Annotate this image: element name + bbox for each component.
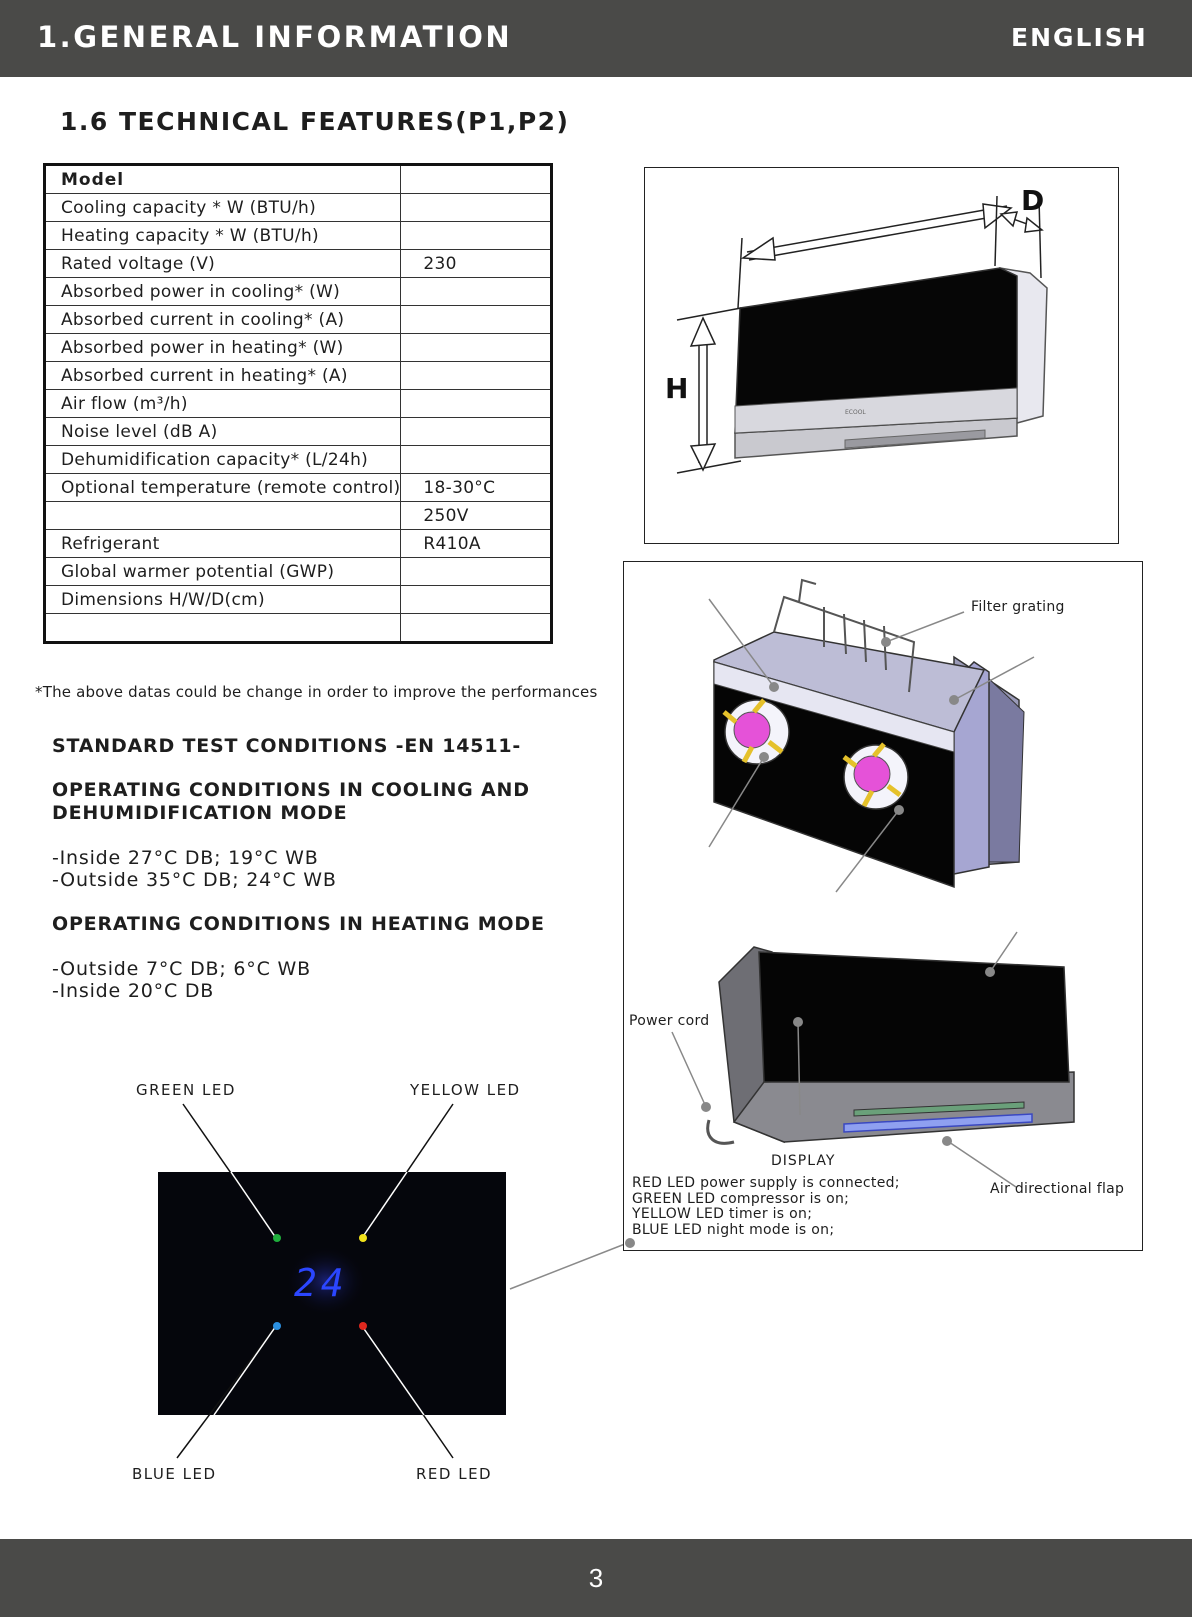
- spec-label: Global warmer potential (GWP): [43, 557, 402, 586]
- spec-row: Absorbed power in cooling* (W): [43, 277, 552, 306]
- temperature-display: 24: [294, 1261, 348, 1305]
- spec-label: Heating capacity * W (BTU/h): [43, 221, 402, 250]
- filter-grating-label: Filter grating: [971, 599, 1065, 615]
- led-info-list: RED LED power supply is connected; GREEN…: [632, 1175, 900, 1238]
- page-number: 3: [588, 1563, 604, 1593]
- spec-value: [400, 361, 552, 390]
- height-label: H: [665, 372, 688, 405]
- power-cord-label: Power cord: [629, 1013, 710, 1029]
- spec-label: Refrigerant: [43, 529, 402, 558]
- spec-label: Air flow (m³/h): [43, 389, 402, 418]
- spec-label: [43, 501, 402, 530]
- led-info-green: GREEN LED compressor is on;: [632, 1190, 850, 1207]
- spec-value: 18-30°C: [400, 473, 552, 502]
- spec-label: Model: [43, 164, 402, 194]
- section-title: 1.6 TECHNICAL FEATURES(P1,P2): [60, 107, 570, 136]
- parts-figure-frame: Filter grating Power cord DISPLAY Air di…: [623, 561, 1143, 1251]
- spec-label: [43, 613, 402, 643]
- spec-row: Model: [43, 164, 552, 194]
- brand-mark: ECOOL: [845, 409, 866, 416]
- spec-label: Absorbed power in heating* (W): [43, 333, 402, 362]
- cooling-conditions-title-2: DEHUMIDIFICATION MODE: [52, 802, 348, 824]
- assembled-unit-front: [758, 951, 1070, 1083]
- standard-test-title: STANDARD TEST CONDITIONS -EN 14511-: [52, 735, 522, 757]
- blue-led-leader: [176, 1325, 277, 1459]
- spec-label: Absorbed power in cooling* (W): [43, 277, 402, 306]
- header-language: ENGLISH: [1011, 23, 1148, 52]
- red-led-label: RED LED: [416, 1465, 493, 1483]
- spec-row: Rated voltage (V)230: [43, 249, 552, 278]
- spec-value: 230: [400, 249, 552, 278]
- heating-condition-outside: -Outside 7°C DB; 6°C WB: [52, 958, 311, 980]
- dimension-drawing: ECOOL D H: [665, 184, 1048, 474]
- spec-label: Absorbed current in cooling* (A): [43, 305, 402, 334]
- led-info-yellow: YELLOW LED timer is on;: [632, 1206, 813, 1222]
- led-info-red: RED LED power supply is connected;: [632, 1175, 900, 1191]
- cooling-condition-inside: -Inside 27°C DB; 19°C WB: [52, 847, 319, 869]
- spec-row: 250V: [43, 501, 552, 530]
- led-info-blue: BLUE LED night mode is on;: [632, 1221, 835, 1238]
- cooling-conditions-title-1: OPERATING CONDITIONS IN COOLING AND: [52, 779, 530, 801]
- spec-row: Absorbed current in cooling* (A): [43, 305, 552, 334]
- spec-row: Global warmer potential (GWP): [43, 557, 552, 586]
- power-cord: [706, 1119, 735, 1145]
- spec-value: R410A: [400, 529, 552, 558]
- blue-led-label: BLUE LED: [132, 1465, 217, 1483]
- yellow-led-label: YELLOW LED: [410, 1081, 521, 1099]
- page-header: 1.GENERAL INFORMATION ENGLISH: [0, 0, 1192, 77]
- air-directional-flap-label: Air directional flap: [990, 1181, 1125, 1197]
- green-led-label: GREEN LED: [136, 1081, 236, 1099]
- exploded-view-drawing: [625, 578, 1075, 1248]
- display-label: DISPLAY: [771, 1153, 836, 1169]
- spec-row: Absorbed current in heating* (A): [43, 361, 552, 390]
- footnote: *The above datas could be change in orde…: [35, 683, 598, 701]
- display-glow: [286, 1246, 366, 1316]
- heating-conditions-title: OPERATING CONDITIONS IN HEATING MODE: [52, 913, 545, 935]
- filter-grating: [773, 578, 916, 693]
- unit-bottom-grille: [844, 429, 986, 449]
- spec-row: [43, 613, 552, 643]
- cooling-condition-outside: -Outside 35°C DB; 24°C WB: [52, 869, 337, 891]
- spec-value: [400, 445, 552, 474]
- green-led: [273, 1234, 281, 1242]
- header-section-title: 1.GENERAL INFORMATION: [37, 20, 513, 54]
- dimension-figure-frame: ECOOL D H: [644, 167, 1119, 544]
- page-footer: 3: [0, 1539, 1192, 1617]
- depth-label: D: [1021, 184, 1044, 217]
- red-led: [359, 1322, 367, 1330]
- spec-label: Optional temperature (remote control): [43, 473, 402, 502]
- spec-value: [400, 305, 552, 334]
- spec-row: Air flow (m³/h): [43, 389, 552, 418]
- spec-value: [400, 417, 552, 446]
- panel-connector-line: [509, 1241, 631, 1290]
- blue-led: [273, 1322, 281, 1330]
- yellow-led: [359, 1234, 367, 1242]
- air-flap: [843, 1113, 1033, 1133]
- spec-row: Optional temperature (remote control)18-…: [43, 473, 552, 502]
- heating-condition-inside: -Inside 20°C DB: [52, 980, 215, 1002]
- spec-row: Absorbed power in heating* (W): [43, 333, 552, 362]
- spec-value: [400, 613, 552, 643]
